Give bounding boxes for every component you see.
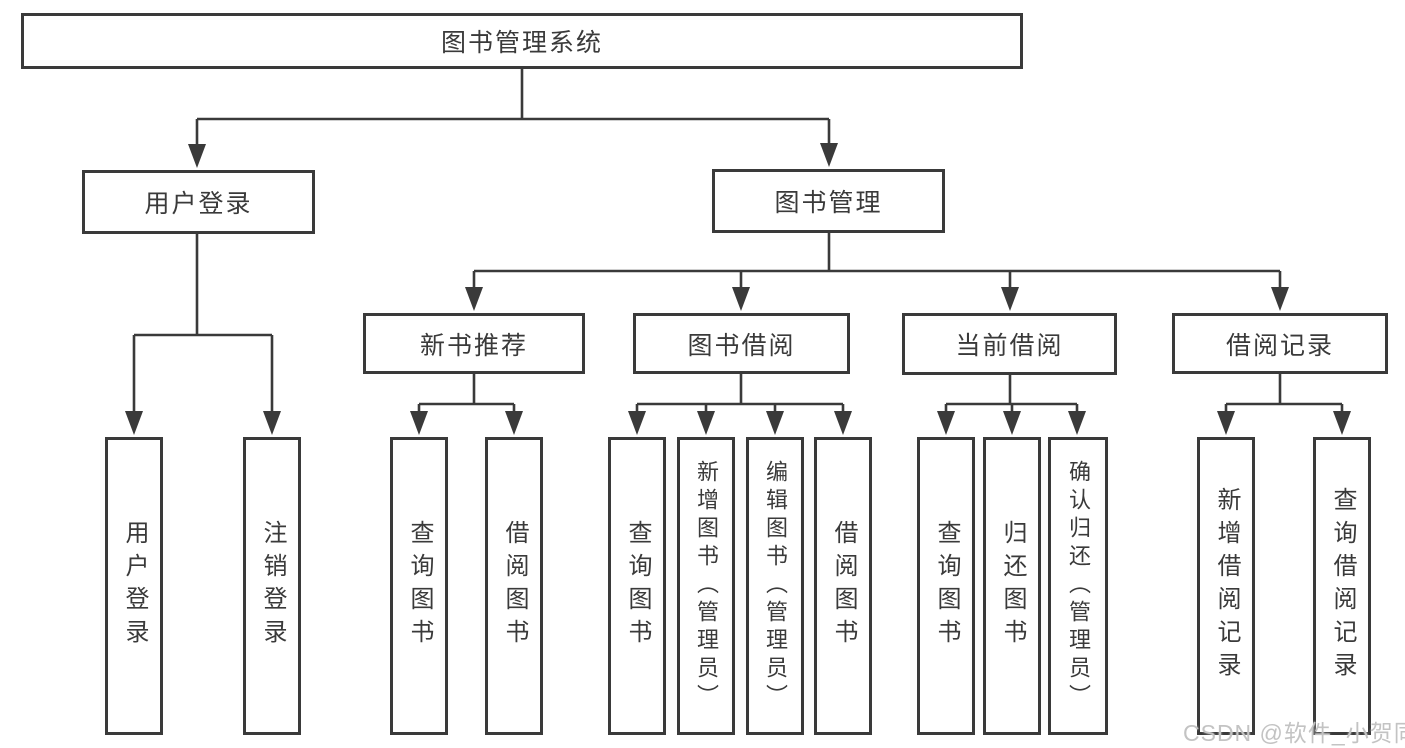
leaf-label: 编辑图书（管理员） — [763, 460, 788, 712]
leaf-add-book-admin: 新增图书（管理员） — [677, 437, 735, 735]
leaf-label: 查询图书 — [624, 520, 651, 652]
leaf-label: 借阅图书 — [830, 520, 857, 652]
leaf-user-login: 用户登录 — [105, 437, 163, 735]
leaf-query-books-2: 查询图书 — [608, 437, 666, 735]
box-library-management-system: 图书管理系统 — [21, 13, 1023, 69]
box-label: 新书推荐 — [419, 331, 528, 360]
box-book-borrowing: 图书借阅 — [633, 313, 850, 374]
leaf-label: 新增借阅记录 — [1213, 487, 1240, 685]
box-label: 借阅记录 — [1225, 331, 1334, 360]
box-label: 图书管理系统 — [440, 29, 603, 57]
box-label: 用户登录 — [144, 190, 253, 218]
leaf-borrow-books-1: 借阅图书 — [485, 437, 543, 735]
leaf-return-book: 归还图书 — [983, 437, 1041, 735]
leaf-label: 用户登录 — [121, 520, 148, 652]
leaf-query-borrow-record: 查询借阅记录 — [1313, 437, 1371, 735]
leaf-label: 查询图书 — [933, 520, 960, 652]
leaf-label: 查询借阅记录 — [1329, 487, 1356, 685]
leaf-label: 查询图书 — [406, 520, 433, 652]
leaf-logout: 注销登录 — [243, 437, 301, 735]
leaf-query-books-1: 查询图书 — [390, 437, 448, 735]
box-new-book-recommendation: 新书推荐 — [363, 313, 585, 374]
leaf-query-books-3: 查询图书 — [917, 437, 975, 735]
leaf-confirm-return-admin: 确认归还（管理员） — [1048, 437, 1108, 735]
leaf-label: 新增图书（管理员） — [694, 460, 719, 712]
watermark: CSDN @软件_小贺同学 — [1183, 720, 1405, 746]
leaf-label: 注销登录 — [259, 520, 286, 652]
box-label: 当前借阅 — [955, 332, 1064, 360]
leaf-label: 借阅图书 — [501, 520, 528, 652]
leaf-borrow-books-2: 借阅图书 — [814, 437, 872, 735]
box-label: 图书管理 — [774, 189, 883, 217]
leaf-add-borrow-record: 新增借阅记录 — [1197, 437, 1255, 735]
leaf-edit-book-admin: 编辑图书（管理员） — [746, 437, 804, 735]
leaf-label: 归还图书 — [999, 520, 1026, 652]
box-label: 图书借阅 — [687, 331, 796, 360]
box-borrowing-records: 借阅记录 — [1172, 313, 1388, 374]
box-current-borrowing: 当前借阅 — [902, 313, 1117, 375]
box-book-management: 图书管理 — [712, 169, 945, 233]
box-user-login: 用户登录 — [82, 170, 315, 234]
leaf-label: 确认归还（管理员） — [1066, 460, 1091, 712]
